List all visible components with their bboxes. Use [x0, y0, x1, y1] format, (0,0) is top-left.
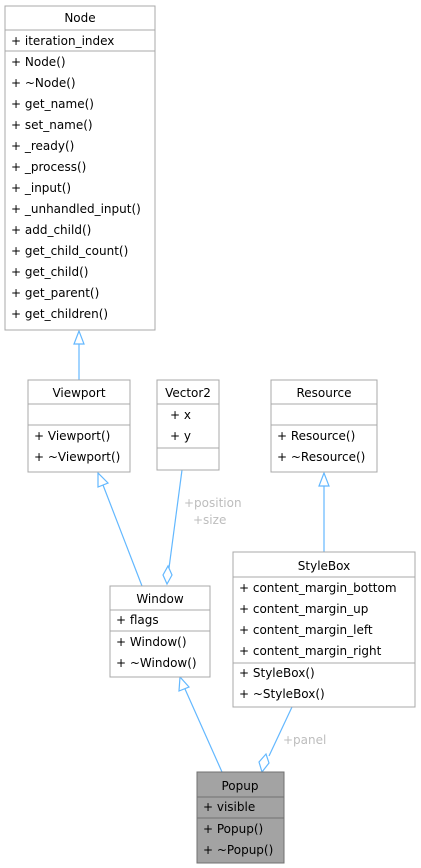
class-window-method: + Window(): [116, 635, 187, 649]
class-window-attribute: + flags: [116, 613, 159, 627]
edge-window-viewport: [97, 471, 143, 587]
class-popup-title: Popup: [222, 779, 259, 793]
class-popup-attribute: + visible: [203, 800, 255, 814]
edge-label-size: +size: [193, 513, 226, 527]
class-node-method: + set_name(): [11, 118, 93, 132]
class-node-method: + add_child(): [11, 223, 91, 237]
class-node-method: + get_name(): [11, 97, 94, 111]
edge-viewport-node: [73, 329, 85, 380]
class-node-title: Node: [64, 11, 95, 25]
class-vector2: Vector2 + x + y: [156, 379, 220, 471]
class-viewport-method: + ~Viewport(): [34, 450, 120, 464]
class-stylebox-attribute: + content_margin_up: [239, 602, 368, 616]
class-resource-method: + ~Resource(): [277, 450, 365, 464]
class-node-method: + _ready(): [11, 139, 74, 153]
inheritance-arrow-node: [73, 329, 85, 345]
inheritance-arrow-resource: [318, 471, 330, 487]
aggregation-diamond-window: [162, 564, 173, 586]
class-stylebox-attribute: + content_margin_right: [239, 644, 382, 658]
class-vector2-attribute: + x: [170, 408, 191, 422]
class-resource-method: + Resource(): [277, 429, 355, 443]
class-node-method: + get_child(): [11, 265, 88, 279]
class-node-attribute: + iteration_index: [11, 34, 114, 48]
class-stylebox: StyleBox + content_margin_bottom + conte…: [232, 551, 416, 708]
edge-popup-window: [178, 675, 223, 773]
aggregation-diamond-popup: [258, 752, 270, 774]
class-stylebox-title: StyleBox: [298, 559, 350, 573]
class-window-method: + ~Window(): [116, 656, 197, 670]
class-node-method: + _input(): [11, 181, 71, 195]
inheritance-arrow-viewport: [97, 471, 110, 488]
class-popup-method: + Popup(): [203, 822, 263, 836]
class-popup-method: + ~Popup(): [203, 843, 273, 857]
class-window-title: Window: [136, 592, 184, 606]
class-viewport: Viewport + Viewport() + ~Viewport(): [27, 379, 131, 473]
class-stylebox-attribute: + content_margin_left: [239, 623, 373, 637]
edge-stylebox-resource: [318, 471, 330, 552]
class-resource-title: Resource: [296, 386, 351, 400]
class-node-method: + get_child_count(): [11, 244, 128, 258]
class-stylebox-method: + ~StyleBox(): [239, 687, 325, 701]
class-popup: Popup + visible + Popup() + ~Popup(): [196, 771, 285, 864]
class-viewport-method: + Viewport(): [34, 429, 110, 443]
inheritance-arrow-window: [178, 675, 191, 692]
class-vector2-title: Vector2: [165, 386, 211, 400]
edge-label-position: +position: [184, 496, 242, 510]
class-node-method: + _unhandled_input(): [11, 202, 141, 216]
edge-label-panel: +panel: [283, 733, 326, 747]
class-stylebox-attribute: + content_margin_bottom: [239, 581, 397, 595]
class-viewport-title: Viewport: [52, 386, 105, 400]
class-node-method: + get_children(): [11, 307, 108, 321]
class-node-method: + _process(): [11, 160, 86, 174]
class-window: Window + flags + Window() + ~Window(): [109, 585, 211, 678]
class-stylebox-method: + StyleBox(): [239, 666, 315, 680]
class-vector2-attribute: + y: [170, 429, 191, 443]
class-node-method: + Node(): [11, 55, 66, 69]
edge-window-vector2: +position +size: [162, 469, 242, 586]
edge-popup-stylebox: +panel: [258, 706, 326, 774]
class-node: Node + iteration_index + Node() + ~Node(…: [4, 5, 156, 331]
class-node-method: + ~Node(): [11, 76, 76, 90]
class-node-method: + get_parent(): [11, 286, 99, 300]
class-resource: Resource + Resource() + ~Resource(): [270, 379, 378, 473]
